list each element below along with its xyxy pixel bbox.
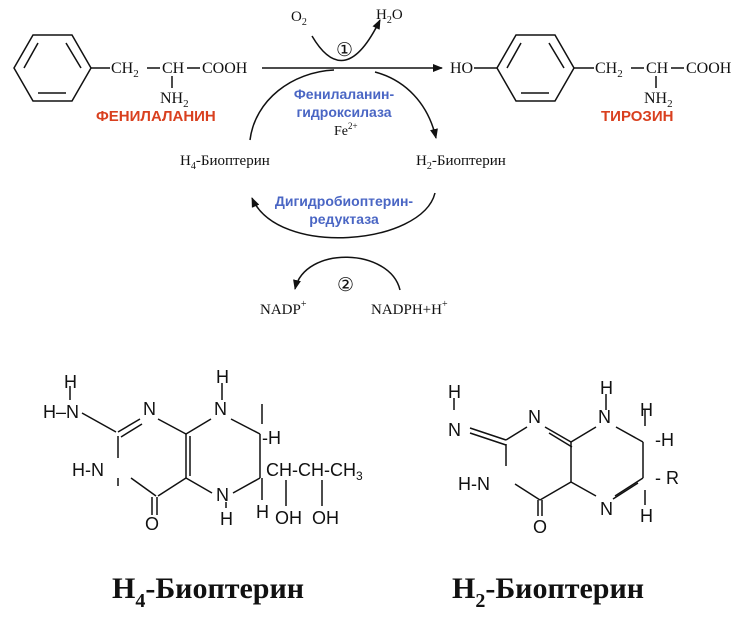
h4-to-reaction-arc [249, 69, 335, 141]
h4-atom-h-above-n: H [216, 367, 229, 387]
step2-number: ② [337, 275, 354, 296]
h2-biopterin-label: H2-Биоптерин [416, 153, 506, 172]
h4-biopterin-caption: H4-Биоптерин [112, 572, 304, 612]
phe-ch: CH [162, 60, 185, 77]
enzyme2-line1: Дигидробиоптерин- [275, 193, 414, 209]
tyr-ch2: CH2 [595, 60, 623, 80]
h2o-label: H2O [376, 7, 403, 26]
tyr-cooh: COOH [686, 60, 732, 77]
h4-atom-n-ring: N [143, 399, 156, 419]
h2-atom-hn-lower: H-N [458, 474, 490, 494]
step1-number: ① [336, 40, 353, 61]
h2-atom-h-right: -H [655, 430, 674, 450]
step2-cofactor-arrow [293, 256, 401, 291]
h4-atom-h-right: -H [262, 428, 281, 448]
enzyme2-line2: редуктаза [309, 211, 379, 227]
h4-biopterin-label: H4-Биоптерин [180, 153, 270, 172]
h4-atom-h-below-chain: H [256, 502, 269, 522]
h4-side-chain: CH-CH-CH3 [266, 460, 363, 483]
phenyl-ring [13, 34, 92, 102]
h2-atom-h-top: H [448, 382, 461, 402]
cofactor-fe: Fe2+ [334, 121, 358, 139]
h4-atom-o: O [145, 514, 159, 534]
step1-cofactor-arrow [311, 19, 381, 62]
tyrosine-label: ТИРОЗИН [601, 108, 673, 125]
h2-atom-r: - R [655, 468, 679, 488]
h2-atom-h-above-n: H [600, 378, 613, 398]
nadp-label: NADP+ [260, 299, 307, 318]
h2-atom-h-upper-right: H [640, 400, 653, 420]
h4-atom-hn-lower: H-N [72, 460, 104, 480]
enzyme1-line1: Фенилаланин- [294, 86, 395, 102]
regeneration-arc [251, 192, 436, 239]
h4-atom-oh1: OH [275, 508, 302, 528]
h2-biopterin-caption: H2-Биоптерин [452, 572, 644, 612]
tyr-ho: HO [450, 60, 473, 77]
h4-atom-oh2: OH [312, 508, 339, 528]
h2-atom-n-ring: N [528, 407, 541, 427]
phe-ch2: CH2 [111, 60, 139, 80]
enzyme1-line2: гидроксилаза [296, 104, 391, 120]
h2-biopterin-structure [453, 394, 646, 516]
h4-atom-h-top: H [64, 372, 77, 392]
tyr-ch: CH [646, 60, 669, 77]
h4-atom-hn: H–N [43, 402, 79, 422]
tyrosine-ring [496, 34, 575, 102]
h4-biopterin-structure [69, 383, 323, 515]
h2-atom-h-bottom-right: H [640, 506, 653, 526]
o2-label: O2 [291, 9, 307, 28]
h4-atom-n-bottom: N [216, 485, 229, 505]
reaction-to-h2-arc [374, 71, 438, 139]
h4-atom-h-below-n: H [220, 509, 233, 529]
h2-atom-n-right: N [598, 407, 611, 427]
phenylalanine-label: ФЕНИЛАЛАНИН [96, 108, 216, 125]
h2-atom-n-bottom: N [600, 499, 613, 519]
nadph-label: NADPH+H+ [371, 299, 448, 318]
tyr-nh2: NH2 [644, 90, 673, 110]
phe-nh2: NH2 [160, 90, 189, 110]
h2-atom-n-left: N [448, 420, 461, 440]
tyrosine-structure [474, 34, 684, 102]
h2-atom-o: O [533, 517, 547, 537]
phe-cooh: COOH [202, 60, 248, 77]
h4-atom-n-right: N [214, 399, 227, 419]
phenylalanine-structure [13, 34, 200, 102]
